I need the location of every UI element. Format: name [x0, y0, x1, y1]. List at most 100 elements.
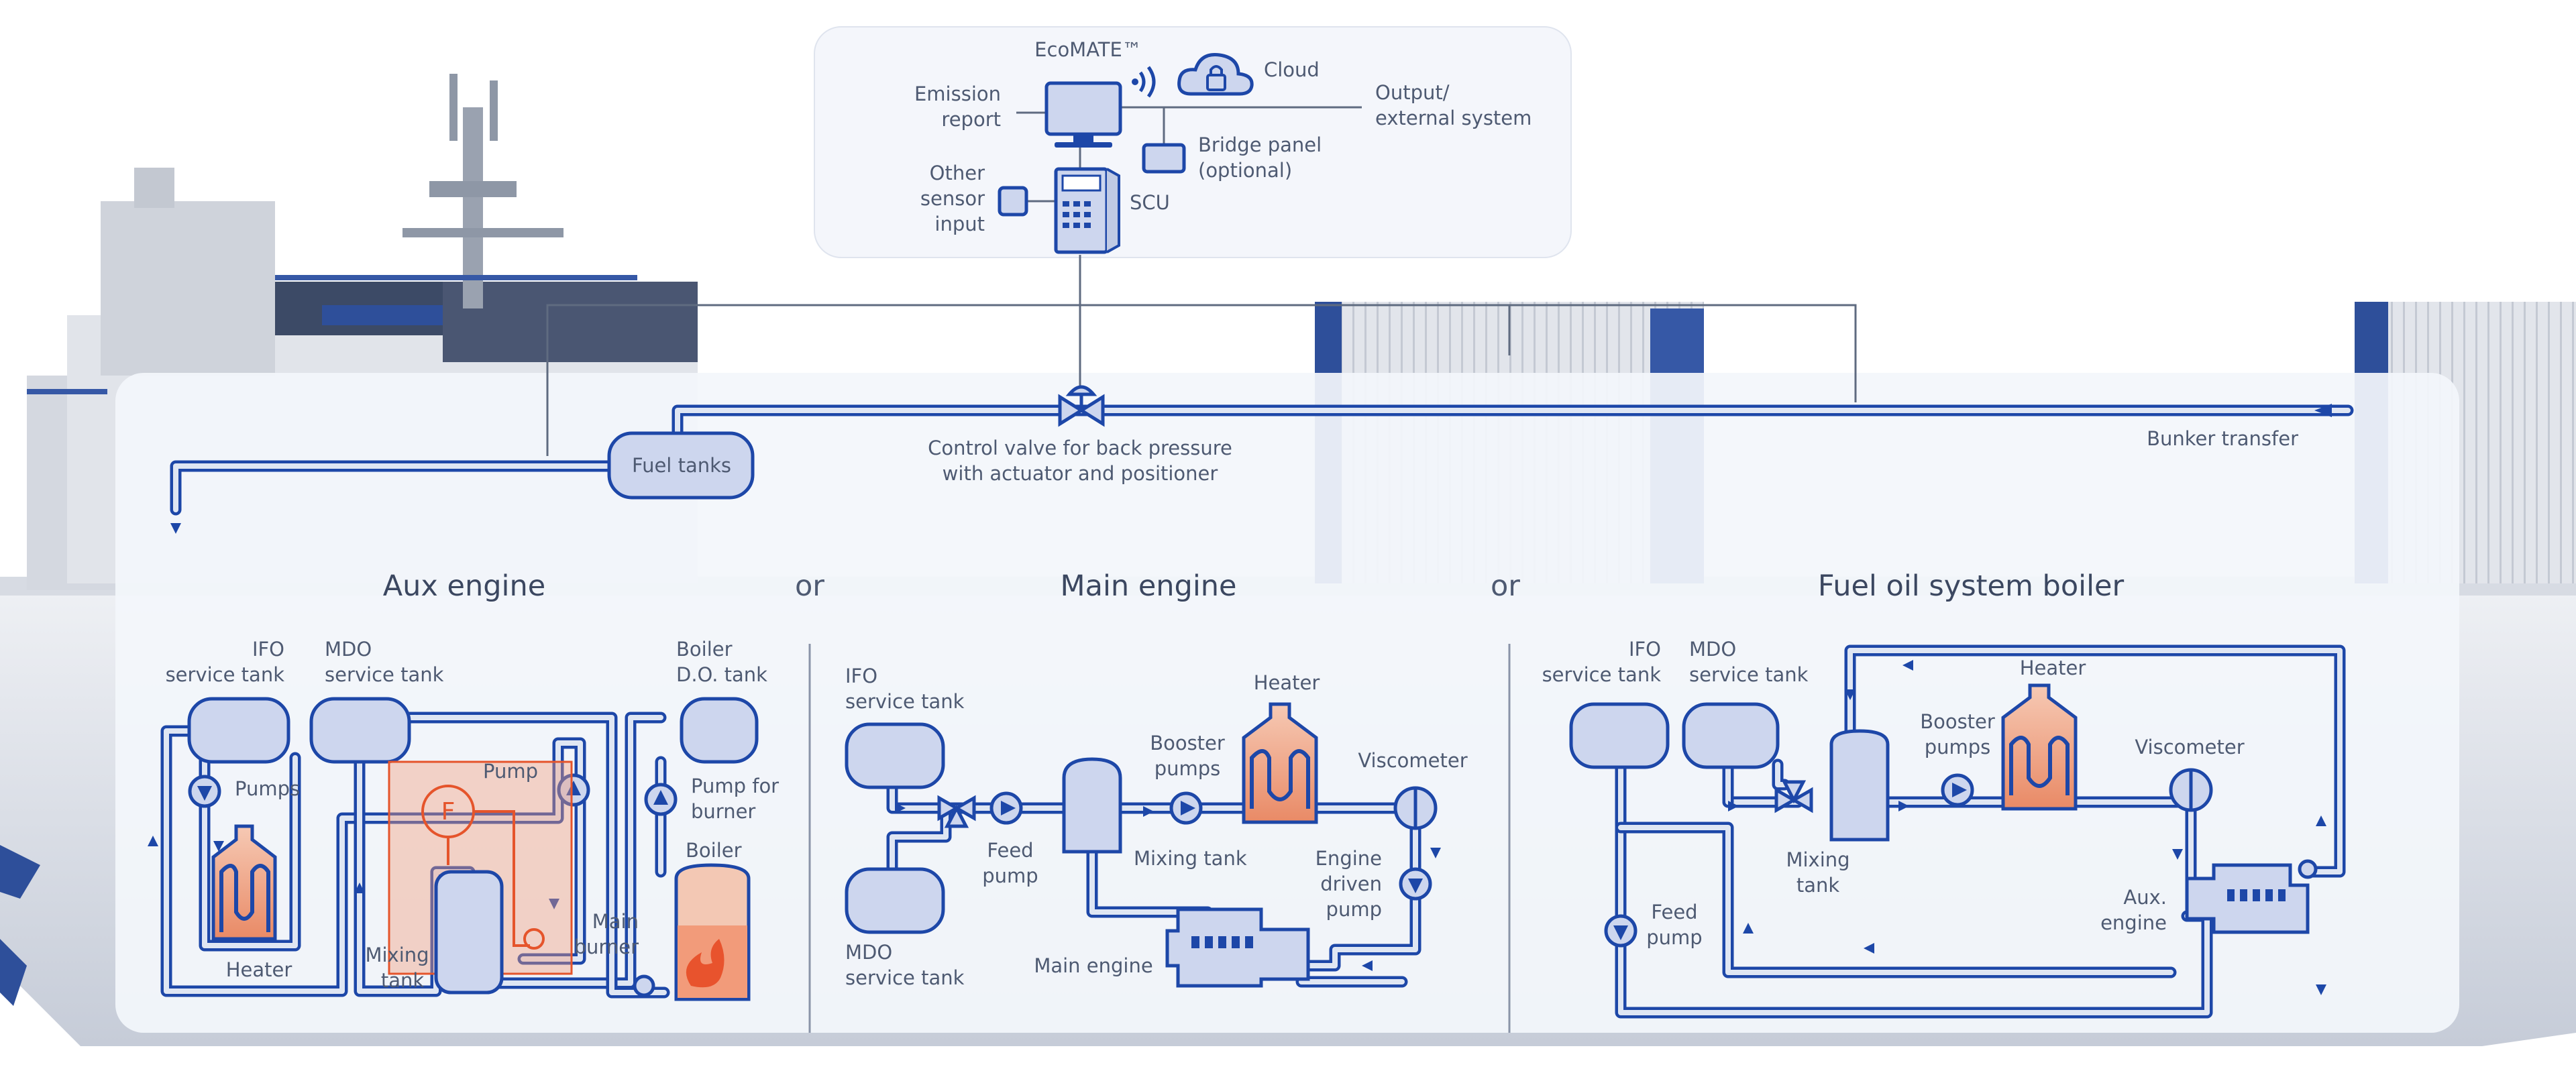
- main-booster-pump-icon: [1169, 791, 1203, 825]
- main-ifo-label-2: service tank: [845, 690, 965, 713]
- control-valve-icon: [1058, 385, 1105, 427]
- boiler-booster-pump-icon: [1941, 773, 1974, 807]
- bridge-label-1: Bridge panel: [1198, 133, 1322, 156]
- signal-wires: [546, 106, 1857, 456]
- bunker-transfer-label: Bunker transfer: [2147, 427, 2298, 450]
- main-feed-label-2: pump: [982, 864, 1038, 887]
- boiler-aux-engine-label-1: Aux.: [2123, 886, 2167, 909]
- flame-icon: [686, 939, 724, 988]
- boiler-booster-label-1: Booster: [1920, 710, 1995, 733]
- main-engine-driven-label-2: driven: [1320, 872, 1382, 895]
- main-viscometer-label: Viscometer: [1358, 749, 1467, 772]
- control-valve-label-2: with actuator and positioner: [943, 462, 1218, 485]
- main-mixing-valve-icon: [937, 795, 976, 828]
- other-sensor-label-2: sensor: [920, 187, 985, 210]
- aux-burner-pump-icon: [644, 783, 678, 816]
- main-mixing-tank-icon: [1062, 757, 1122, 854]
- bunker-line: [170, 404, 2354, 534]
- boiler-ifo-label-2: service tank: [1542, 663, 1662, 686]
- emission-label-2: report: [941, 108, 1001, 131]
- boiler-feed-label-2: pump: [1646, 926, 1702, 949]
- aux-ifo-label-2: service tank: [166, 663, 285, 686]
- main-mdo-label-1: MDO: [845, 941, 892, 964]
- aux-heater-label: Heater: [226, 958, 292, 981]
- flow-meter-label: F: [441, 798, 455, 826]
- aux-pump-burner-label-2: burner: [691, 800, 755, 823]
- boiler-sys-pipes: [1615, 644, 2346, 1019]
- output-label-2: external system: [1375, 107, 1532, 129]
- boiler-aux-engine-icon: [2185, 859, 2318, 934]
- boiler-mdo-label-1: MDO: [1689, 638, 1736, 661]
- monitor-icon: [1044, 81, 1122, 148]
- aux-main-burner-icon: [633, 974, 655, 997]
- main-booster-label-1: Booster: [1150, 732, 1225, 754]
- main-ifo-tank-icon: [845, 722, 945, 789]
- main-heater-label: Heater: [1254, 671, 1320, 694]
- boiler-heater-label: Heater: [2020, 657, 2086, 679]
- main-mixing-label: Mixing tank: [1134, 847, 1247, 870]
- boiler-mixing-tank-icon: [1829, 729, 1890, 842]
- aux-pump-label: Pump: [483, 760, 538, 783]
- aux-mdo-label-2: service tank: [325, 663, 444, 686]
- output-label-1: Output/: [1375, 81, 1450, 104]
- boiler-booster-label-2: pumps: [1925, 736, 1991, 758]
- aux-ifo-tank-icon: [187, 697, 290, 764]
- fuel-tanks-label: Fuel tanks: [632, 454, 731, 477]
- main-heater-icon: [1242, 702, 1318, 824]
- boiler-mixing-valve-icon: [1774, 780, 1813, 813]
- main-engine-label: Main engine: [1034, 954, 1152, 977]
- main-feed-label-1: Feed: [987, 839, 1033, 862]
- scu-label: SCU: [1130, 191, 1170, 214]
- boiler-viscometer-icon: [2169, 768, 2213, 812]
- cloud-label: Cloud: [1264, 58, 1320, 81]
- emission-label-1: Emission: [914, 82, 1001, 105]
- flow-meter-icon: [421, 785, 545, 950]
- main-ifo-label-1: IFO: [845, 665, 877, 687]
- aux-mixing-tank-icon: [434, 870, 504, 995]
- main-engine-driven-label-3: pump: [1326, 898, 1382, 921]
- cloud-lock-icon: [1177, 52, 1254, 96]
- boiler-mixing-label-2: tank: [1796, 874, 1840, 897]
- boiler-system-title: Fuel oil system boiler: [1818, 569, 2125, 603]
- other-sensor-label-3: input: [934, 213, 985, 235]
- main-viscometer-icon: [1393, 786, 1438, 830]
- boiler-feed-pump-icon: [1604, 914, 1638, 948]
- other-sensor-label-1: Other: [930, 162, 985, 184]
- main-mdo-tank-icon: [845, 867, 945, 934]
- aux-mdo-tank-icon: [309, 697, 411, 764]
- sensor-icon: [998, 186, 1028, 217]
- aux-heater-icon: [211, 824, 277, 941]
- ecomate-label: EcoMATE™: [1034, 38, 1142, 61]
- bridge-label-2: (optional): [1198, 159, 1292, 182]
- aux-pumps-label: Pumps: [235, 777, 300, 800]
- main-engine-icon: [1165, 907, 1310, 988]
- aux-main-burner-label-2: burner: [574, 936, 639, 958]
- main-mdo-label-2: service tank: [845, 966, 965, 989]
- main-engine-title: Main engine: [1061, 569, 1237, 603]
- boiler-aux-engine-label-2: engine: [2100, 911, 2167, 934]
- tablet-icon: [1142, 143, 1186, 174]
- boiler-ifo-tank-icon: [1569, 702, 1670, 769]
- aux-boiler-do-tank-icon: [680, 697, 759, 764]
- boiler-mdo-label-2: service tank: [1689, 663, 1809, 686]
- boiler-mdo-tank-icon: [1682, 702, 1780, 769]
- aux-mixing-label-1: Mixing: [365, 944, 429, 966]
- boiler-mixing-label-1: Mixing: [1786, 848, 1849, 871]
- main-engine-driven-label-1: Engine: [1316, 847, 1382, 870]
- main-feed-pump-icon: [989, 791, 1023, 825]
- top-panel: [814, 26, 1572, 258]
- aux-boiler-label: Boiler: [686, 839, 742, 862]
- or-label-2: or: [1491, 569, 1520, 603]
- aux-boiler-do-label-1: Boiler: [676, 638, 733, 661]
- main-engine-driven-pump-icon: [1399, 867, 1432, 901]
- aux-mixing-label-2: tank: [381, 969, 425, 992]
- boiler-ifo-label-1: IFO: [1629, 638, 1661, 661]
- aux-ifo-label-1: IFO: [252, 638, 284, 661]
- aux-boiler-do-label-2: D.O. tank: [676, 663, 767, 686]
- aux-pump-burner-label-1: Pump for: [691, 775, 779, 797]
- main-booster-label-2: pumps: [1155, 757, 1221, 780]
- control-valve-label-1: Control valve for back pressure: [928, 437, 1232, 459]
- aux-engine-title: Aux engine: [383, 569, 545, 603]
- aux-pump-icon-left: [188, 775, 221, 808]
